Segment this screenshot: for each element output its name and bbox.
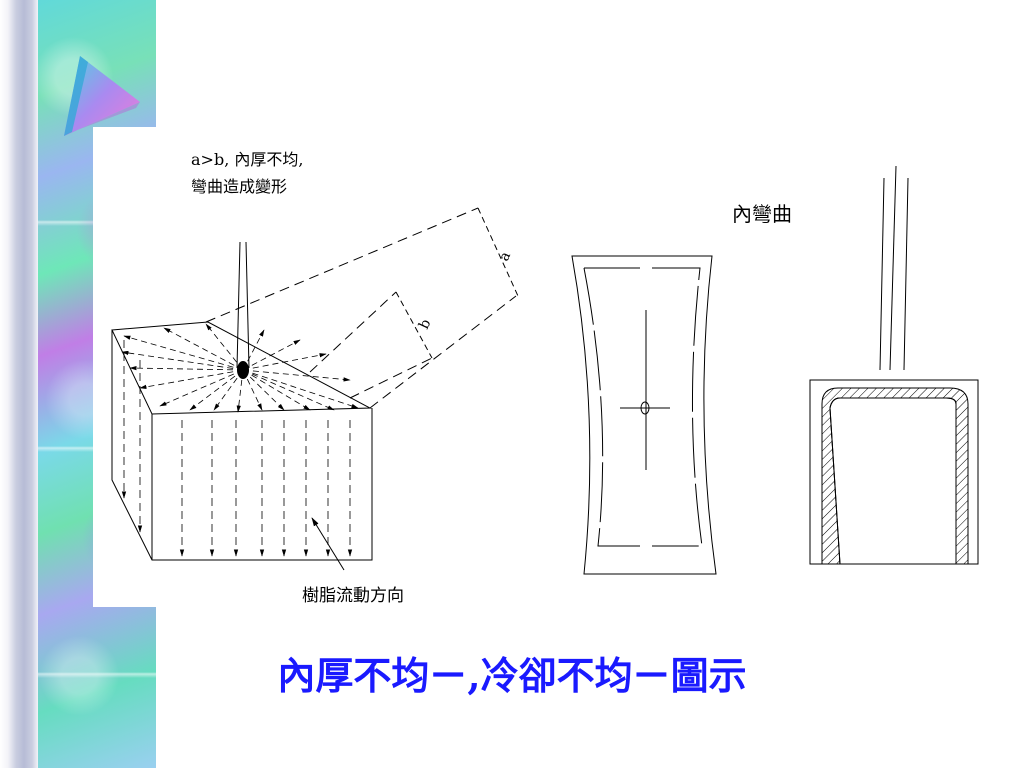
downward-flow-arrows bbox=[121, 340, 353, 557]
gate-point bbox=[237, 361, 249, 379]
radial-flow-arrows bbox=[121, 323, 359, 413]
cup-cross-section bbox=[809, 165, 979, 565]
note-line-1: a>b, 內厚不均, bbox=[191, 150, 304, 169]
inward-bend-label: 內彎曲 bbox=[732, 202, 792, 226]
triangle-logo-icon bbox=[64, 56, 140, 136]
dimension-lines bbox=[205, 207, 519, 409]
resin-flow-label: 樹脂流動方向 bbox=[302, 586, 404, 606]
flow-label-leader bbox=[311, 517, 345, 571]
warped-cup-shape bbox=[571, 255, 717, 575]
note-line-2: 彎曲造成變形 bbox=[191, 177, 288, 196]
dimension-a-label: a bbox=[496, 249, 514, 263]
block-outline bbox=[111, 321, 373, 561]
gate-sprue bbox=[236, 241, 250, 369]
slide-title: 內厚不均ㄧ,冷卻不均ㄧ圖示 bbox=[277, 653, 747, 698]
dimension-b-label: b bbox=[416, 317, 434, 332]
